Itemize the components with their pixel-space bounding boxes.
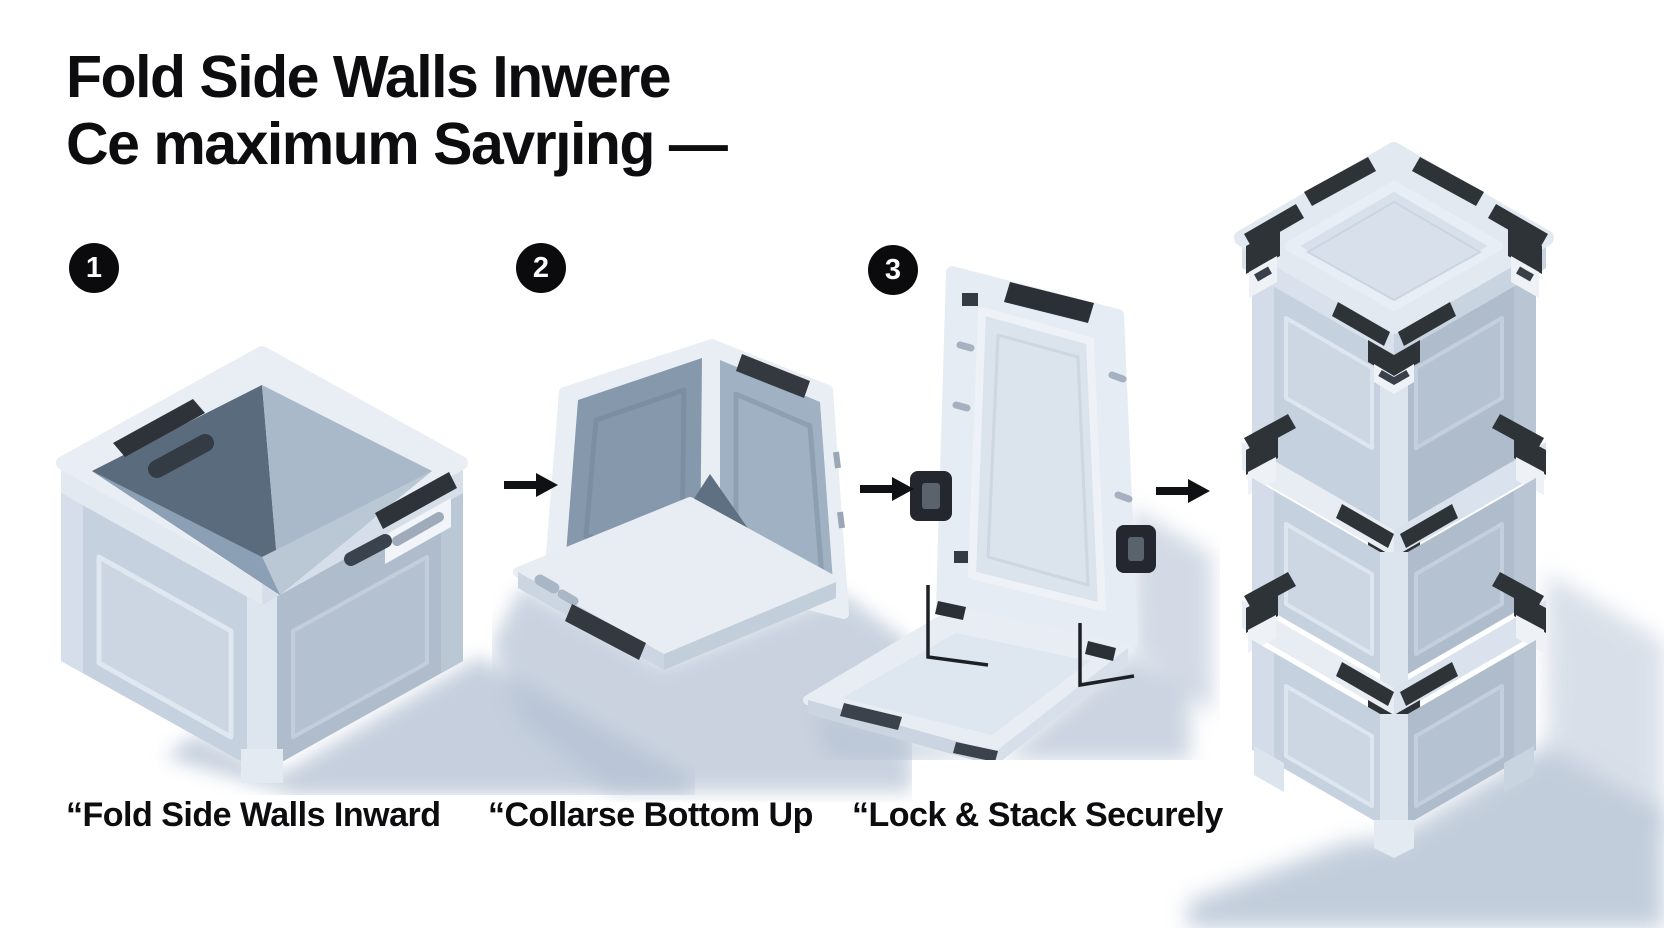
step-3-number: 3 [884, 253, 902, 286]
top-crate-latch-clips [1244, 157, 1548, 394]
upright-lid-panel [936, 266, 1138, 646]
bottom-crate-rim [1242, 572, 1546, 751]
flat-folded-crate-illustration [803, 266, 1212, 760]
crate-body [61, 477, 463, 783]
top-crate-body [1252, 272, 1536, 538]
step-1-caption: “Fold Side Walls Inward [66, 796, 441, 834]
page-title: Fold Side Walls Inwere Ce maximum Savrȷi… [66, 44, 728, 178]
step-3-caption: “Lock & Stack Securely [852, 796, 1223, 834]
floor-shadow [165, 657, 695, 795]
bottom-crate-body [1252, 640, 1536, 858]
crate-interior [92, 385, 432, 595]
latch-clip [1004, 282, 1094, 323]
flat-base [513, 497, 841, 670]
arrow-right-icon [504, 473, 558, 497]
step-2-number: 2 [532, 251, 550, 284]
arrow-right-icon [1156, 479, 1210, 503]
step-2-caption: “Collarse Bottom Up [488, 796, 813, 834]
floor-shadow [1188, 572, 1664, 928]
latch-clip [565, 604, 646, 660]
step-2-badge: 2 [516, 243, 566, 293]
step-1-badge: 1 [69, 243, 119, 293]
step-1-number: 1 [85, 251, 103, 284]
half-collapsed-crate-illustration [492, 339, 912, 792]
open-crate-illustration [56, 346, 695, 795]
title-line-2: Ce maximum Savrȷing — [66, 111, 728, 177]
flat-base [803, 607, 1133, 760]
middle-crate-body [1252, 478, 1536, 688]
latch-clip [736, 354, 810, 398]
side-latch-clips [910, 471, 1156, 573]
hinge [926, 585, 1135, 688]
step-3-badge: 3 [868, 245, 918, 295]
title-line-1: Fold Side Walls Inwere [66, 44, 672, 110]
stacked-crates-illustration [1188, 142, 1664, 928]
arrow-right-icon [860, 477, 914, 501]
latch-clips [113, 399, 457, 566]
